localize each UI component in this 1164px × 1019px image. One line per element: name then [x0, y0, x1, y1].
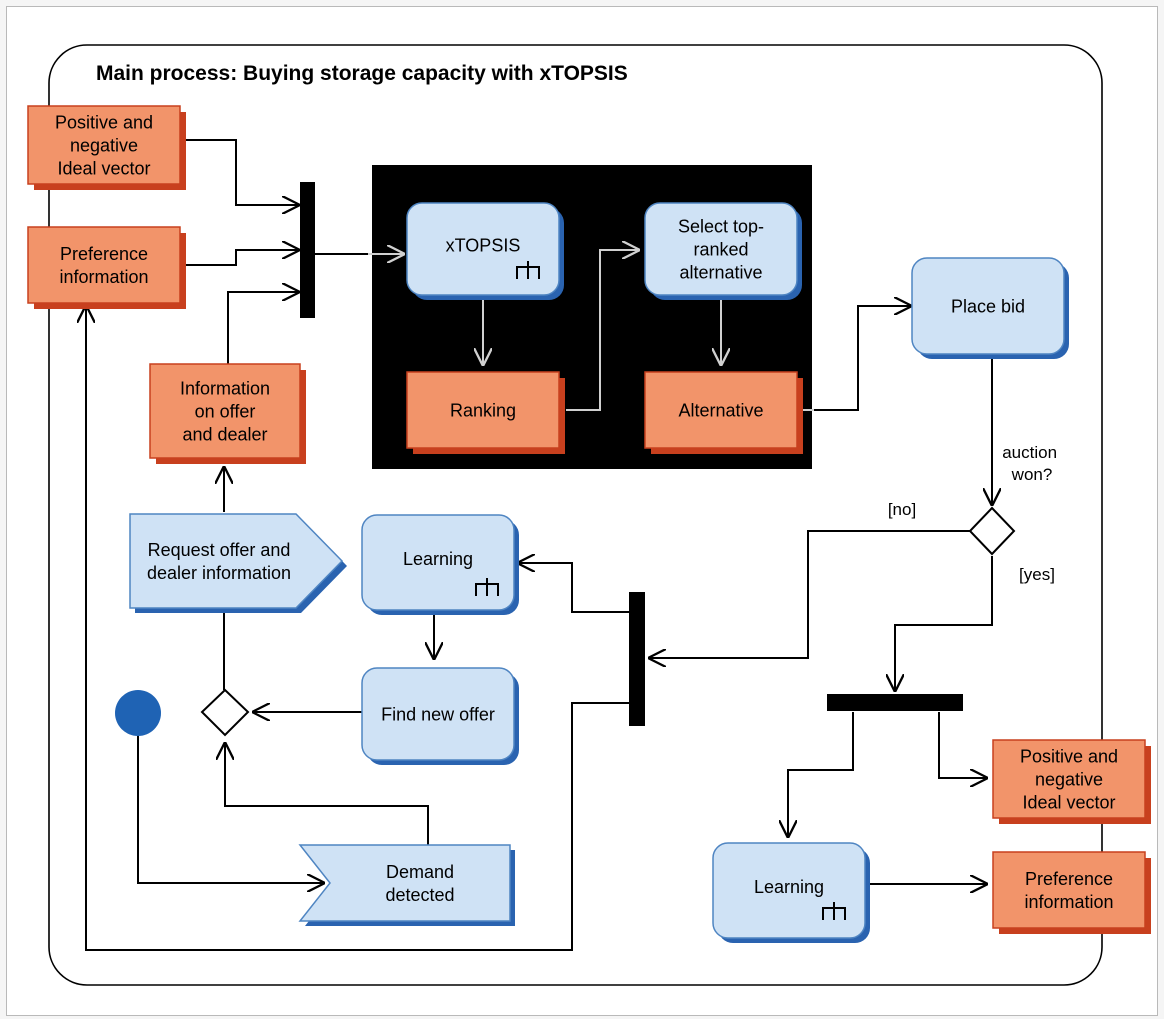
flow-yes-branch [895, 556, 993, 692]
initial-node [115, 690, 161, 736]
xtopsis-action: xTOPSIS [406, 202, 564, 300]
flow-fork-to-ideal-bottom [938, 712, 988, 778]
place-bid-label: Place bid [951, 296, 1025, 316]
fork-bar-middle [629, 592, 645, 726]
alternative-label: Alternative [678, 400, 763, 420]
learning-left-action: Learning [361, 514, 519, 615]
fork-bar-bottom [827, 694, 963, 711]
highlight-flows [368, 250, 814, 411]
xtopsis-label: xTOPSIS [446, 235, 521, 255]
flow-info-to-join [227, 292, 300, 365]
flow-ranking-to-select [566, 250, 640, 411]
flow-fork-back-to-preference [86, 305, 629, 951]
diagram-title: Main process: Buying storage capacity wi… [96, 62, 628, 85]
flow-ideal-to-join [180, 139, 300, 205]
merge-node-left [200, 688, 250, 737]
flow-demand-to-decision [225, 742, 429, 845]
learning-right-action: Learning [712, 842, 870, 943]
subactivity-rake-icon [475, 578, 499, 596]
flow-alternative-to-placebid [812, 306, 912, 411]
flow-start-to-demand [137, 730, 325, 883]
find-new-offer-action: Find new offer [361, 667, 519, 765]
place-bid-action: Place bid [911, 257, 1069, 359]
guard-no: [no] [888, 500, 916, 519]
activity-boundary [48, 44, 1103, 986]
ranking-object: Ranking [406, 371, 565, 454]
subactivity-rake-icon [822, 902, 846, 920]
join-bar-top [300, 182, 315, 318]
flow-fork-to-learning-right [788, 712, 854, 838]
flow-preference-to-join [180, 250, 300, 266]
flow-no-branch [648, 530, 972, 658]
learning-left-label: Learning [403, 549, 473, 569]
guard-auction-won: auction won? [1002, 443, 1062, 484]
find-new-offer-label: Find new offer [381, 704, 495, 724]
alternative-object: Alternative [644, 371, 803, 454]
flow-fork-to-learning [517, 563, 629, 613]
ranking-label: Ranking [450, 400, 516, 420]
guard-yes: [yes] [1019, 565, 1055, 584]
subactivity-rake-icon [516, 261, 540, 279]
control-flows [86, 139, 993, 951]
decision-auction-won [968, 506, 1016, 556]
learning-right-label: Learning [754, 877, 824, 897]
